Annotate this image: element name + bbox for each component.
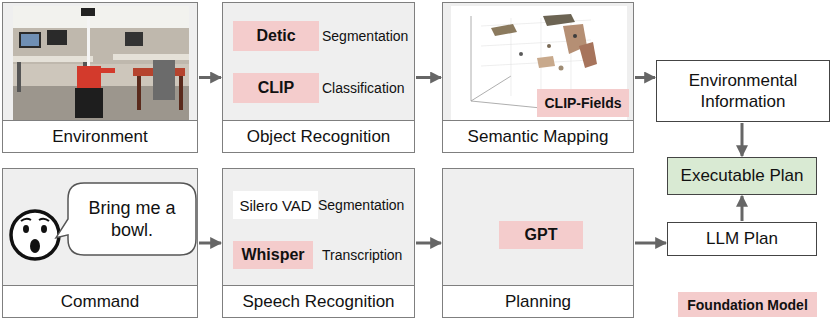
environment-photo — [13, 6, 189, 121]
heading-strip: Environment — [3, 120, 197, 152]
box-label: Environmental Information — [665, 70, 821, 113]
legend-text: Foundation Model — [687, 297, 808, 313]
box-label: Silero VAD — [239, 197, 311, 214]
panel-heading: Planning — [505, 292, 571, 312]
panel-heading: Object Recognition — [247, 127, 391, 147]
box-label: CLIP — [258, 79, 294, 97]
role-label: Classification — [322, 80, 404, 96]
flow-arrow — [416, 242, 441, 245]
heading-strip: Speech Recognition — [223, 285, 414, 317]
box-label: CLIP-Fields — [544, 95, 621, 111]
model-box: Whisper — [233, 241, 313, 269]
heading-strip: Object Recognition — [223, 120, 414, 152]
flow-arrow — [416, 76, 441, 79]
role-label: Segmentation — [318, 197, 404, 213]
stage-panel: Object Recognition DeticCLIP — [222, 2, 415, 153]
flow-arrow — [199, 242, 221, 245]
panel-heading: Environment — [52, 127, 147, 147]
role-label: Transcription — [322, 247, 402, 263]
panel-heading: Speech Recognition — [242, 292, 394, 312]
speech-bubble: Bring me a bowl. — [67, 183, 197, 255]
flow-arrow — [741, 123, 744, 156]
model-box: CLIP-Fields — [537, 89, 629, 117]
flow-arrow — [635, 242, 666, 245]
heading-strip: Command — [3, 285, 197, 317]
box-label: Whisper — [241, 246, 304, 264]
model-box: GPT — [499, 221, 583, 249]
output-box: LLM Plan — [667, 222, 817, 256]
model-box: Detic — [233, 21, 319, 51]
speaker-face — [7, 205, 63, 265]
box-label: Detic — [256, 27, 295, 45]
bubble-outline — [67, 183, 197, 255]
tool-box: Silero VAD — [233, 191, 318, 219]
model-box: CLIP — [233, 73, 319, 103]
box-label: Executable Plan — [681, 166, 804, 186]
stage-panel: Environment — [2, 2, 198, 153]
stage-panel: Speech Recognition Silero VAD Whisper — [222, 168, 415, 318]
stage-panel: Semantic Mapping CLIP-Fields — [442, 2, 634, 153]
heading-strip: Semantic Mapping — [443, 120, 633, 152]
role-label: Segmentation — [322, 28, 408, 44]
legend-swatch: Foundation Model — [678, 292, 817, 317]
result-box: Executable Plan — [667, 157, 817, 195]
flow-arrow — [741, 196, 744, 221]
box-label: Bring me a bowl. — [77, 197, 187, 242]
stage-panel: Command Bring me a bowl. — [2, 168, 198, 318]
flow-arrow — [199, 76, 221, 79]
box-label: LLM Plan — [706, 228, 778, 249]
heading-strip: Planning — [443, 285, 633, 317]
stage-panel: Planning GPT — [442, 168, 634, 318]
box-label: GPT — [525, 226, 558, 244]
flow-arrow — [635, 76, 655, 79]
output-box: Environmental Information — [656, 60, 830, 122]
panel-heading: Command — [61, 292, 139, 312]
panel-heading: Semantic Mapping — [468, 127, 609, 147]
